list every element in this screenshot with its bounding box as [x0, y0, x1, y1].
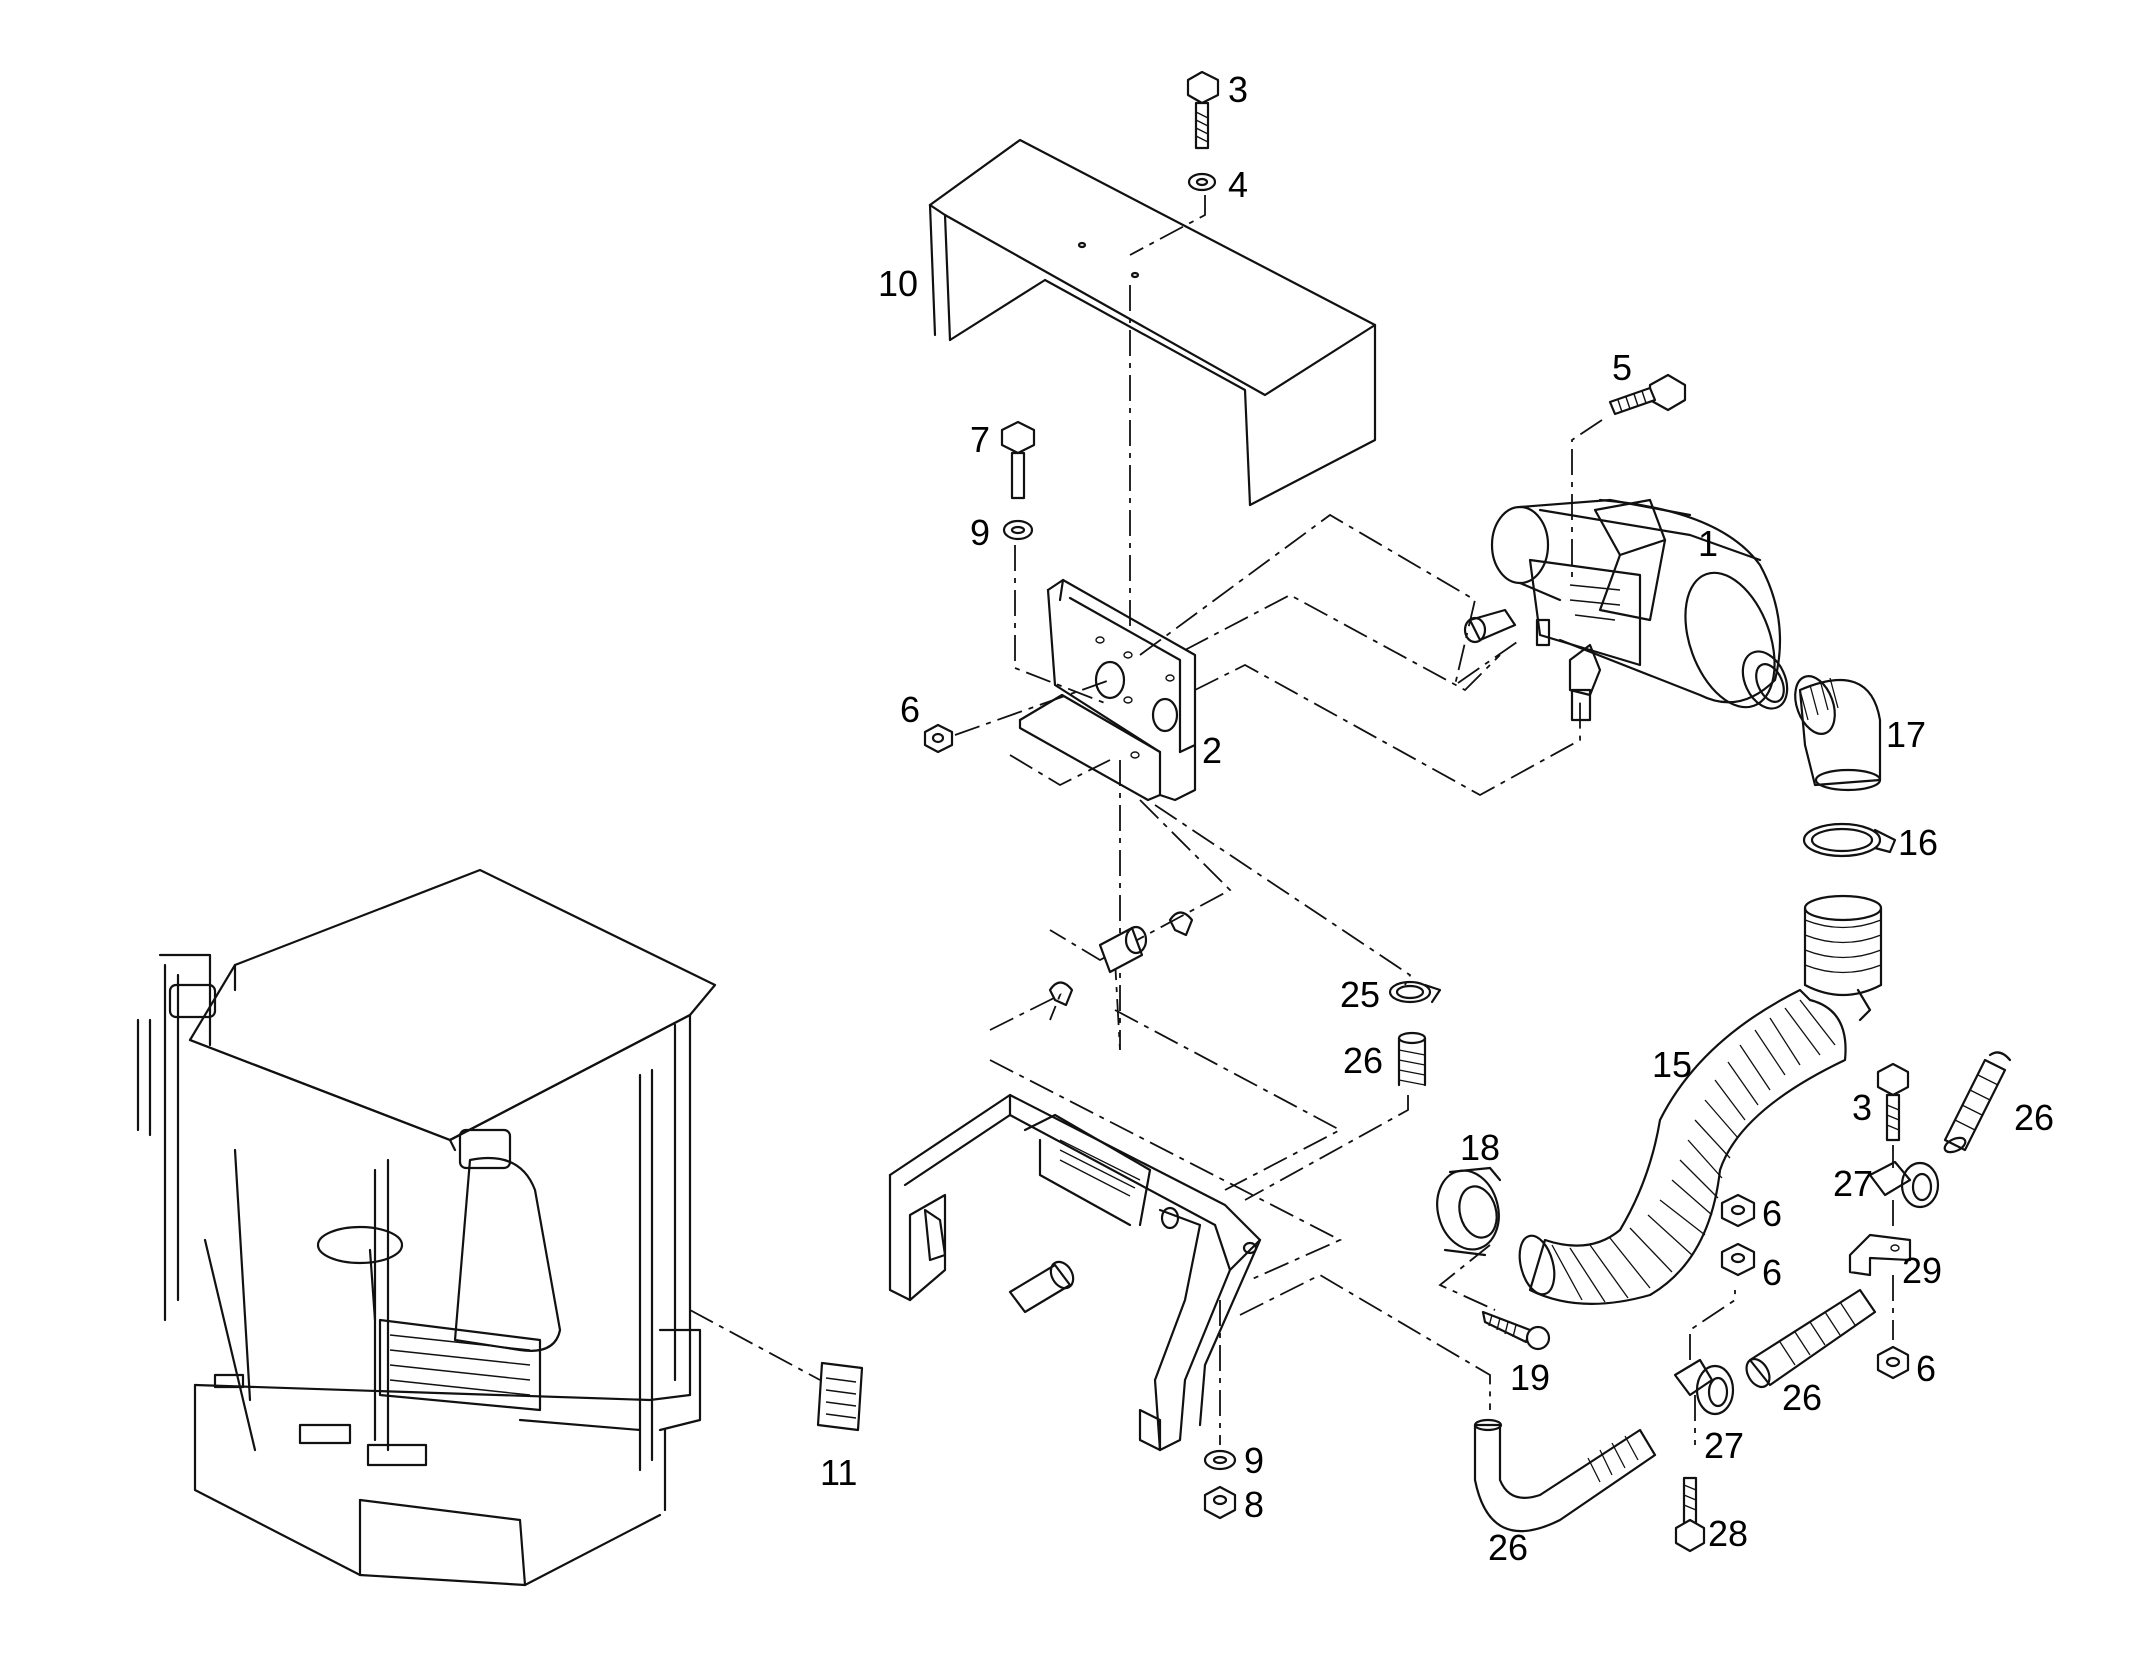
callout-26-lower-right: 26: [1782, 1377, 1822, 1418]
cover-shroud: [928, 138, 1377, 507]
flexible-hose: [1518, 988, 1847, 1305]
callout-8: 8: [1244, 1484, 1264, 1525]
nut-bracket: [923, 679, 1111, 754]
heater-unit: [1463, 498, 1789, 722]
callout-26-mid: 26: [1343, 1040, 1383, 1081]
callout-1: 1: [1698, 523, 1718, 564]
callout-7: 7: [970, 419, 990, 460]
bent-hose-lower: [1473, 1418, 1657, 1533]
callout-3-right: 3: [1852, 1087, 1872, 1128]
callout-6-center-b: 6: [1762, 1252, 1782, 1293]
nut-stack: [1720, 1193, 1756, 1277]
mounting-bracket: [1018, 578, 1197, 802]
duct-flange: [1436, 1166, 1502, 1311]
callout-25: 25: [1340, 974, 1380, 1015]
callout-27-right: 27: [1833, 1163, 1873, 1204]
leader-stand-hose: [1239, 1273, 1491, 1410]
hose-sleeve: [1803, 894, 1883, 1022]
spacer-tube: [1008, 1260, 1075, 1314]
bolt-top: [1129, 70, 1220, 256]
hose-sleeve-mid: [1244, 1031, 1427, 1201]
callout-9-lower: 9: [1244, 1440, 1264, 1481]
leader-bracket-low-b: [1114, 760, 1121, 1051]
callout-6-center-a: 6: [1762, 1193, 1782, 1234]
hose-upper-right: [1943, 1051, 2012, 1154]
bolt-clamp-lower: [1674, 1476, 1706, 1553]
callout-16: 16: [1898, 822, 1938, 863]
pipe-clamp-right: [1868, 1160, 1940, 1230]
base-frame: [888, 1093, 1262, 1452]
nut-right: [1876, 1345, 1910, 1380]
leader-bracket-low-a: [1009, 754, 1111, 787]
self-tapping-screw: [1481, 1310, 1551, 1351]
callout-6-right: 6: [1916, 1348, 1936, 1389]
callout-19: 19: [1510, 1357, 1550, 1398]
bolt-heater: [1571, 373, 1687, 580]
pipe-clamp-lower: [1673, 1290, 1736, 1445]
callout-29: 29: [1902, 1250, 1942, 1291]
callout-5: 5: [1612, 347, 1632, 388]
hose-clamp-mid: [1388, 980, 1442, 1004]
callout-10: 10: [878, 263, 918, 304]
callout-26-bottom: 26: [1488, 1527, 1528, 1568]
leader-bracket-low-c: [1049, 799, 1232, 962]
callout-28: 28: [1708, 1513, 1748, 1554]
callout-4: 4: [1228, 164, 1248, 205]
callout-labels: 1 2 3 3 4 5 6 6 6 6 7 8 9 9 10 11 15 16 …: [820, 69, 2054, 1568]
callout-18: 18: [1460, 1127, 1500, 1168]
elbow-duct: [1794, 675, 1882, 792]
callout-6-left: 6: [900, 689, 920, 730]
callout-2: 2: [1202, 730, 1222, 771]
callout-17: 17: [1886, 714, 1926, 755]
leader-bracket-heater-a: [1139, 513, 1521, 688]
washer-nut-lower: [1203, 1449, 1237, 1520]
bolt-bracket: [1000, 420, 1111, 706]
callout-15: 15: [1652, 1044, 1692, 1085]
isolator-mounts: [989, 911, 1343, 1281]
callout-26-right: 26: [2014, 1097, 2054, 1138]
callout-11: 11: [820, 1452, 857, 1493]
cab-illustration: [136, 868, 821, 1587]
hose-lower-right: [1745, 1288, 1877, 1389]
bolt-right: [1876, 1062, 1910, 1168]
callout-3-top: 3: [1228, 69, 1248, 110]
decal-plate: [816, 1361, 864, 1432]
callout-27-lower: 27: [1704, 1425, 1744, 1466]
support-bracket: [1848, 1233, 1912, 1340]
callout-9-upper: 9: [970, 512, 990, 553]
hose-clamp-upper: [1802, 822, 1897, 858]
leader-bracket-clamp: [1154, 804, 1412, 986]
leader-bracket-heater-c: [1194, 663, 1581, 797]
leader-bracket-heater-b: [1184, 593, 1501, 692]
